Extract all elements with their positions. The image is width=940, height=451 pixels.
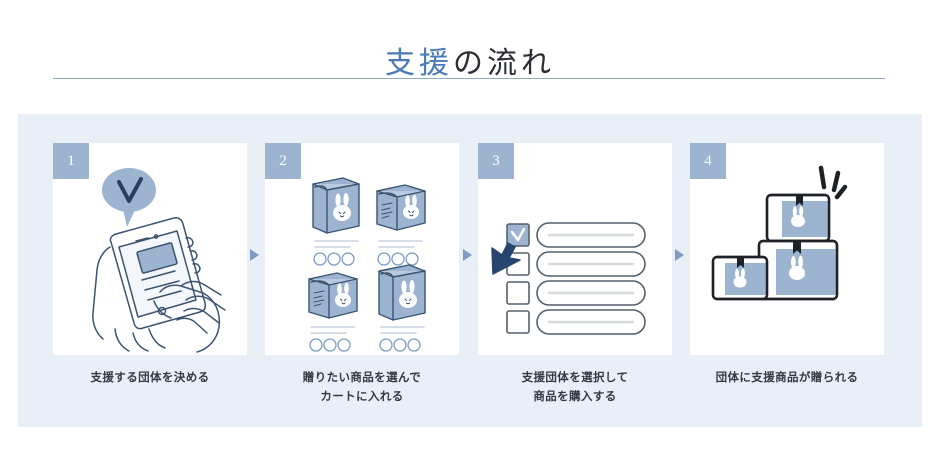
page-title: 支援の流れ	[0, 38, 940, 82]
product-grid-illustration	[308, 177, 426, 352]
step-caption: 支援する団体を決める	[53, 369, 247, 388]
flow-step-4[interactable]: 4 団体に支援商品が贈られる	[690, 143, 884, 388]
steps-row: 1 支援する団体を決める	[18, 114, 922, 427]
stacked-boxes-illustration	[711, 165, 848, 301]
step-caption-line: 団体に支援商品が贈られる	[715, 372, 859, 384]
checkbox-checked	[506, 223, 530, 247]
step-caption-line: 支援する団体を決める	[90, 372, 210, 384]
phone-check-illustration	[92, 168, 226, 353]
flow-panel: 1 支援する団体を決める	[18, 114, 922, 427]
step-number-badge: 2	[265, 143, 301, 179]
step-caption: 団体に支援商品が贈られる	[690, 369, 884, 388]
flow-step-1[interactable]: 1 支援する団体を決める	[53, 143, 247, 388]
flow-step-2[interactable]: 2 贈りたい商品を選んで カートに入れる	[265, 143, 459, 407]
page-title-rest: の流れ	[453, 47, 555, 81]
step-number-badge: 3	[478, 143, 514, 179]
step-card: 4	[690, 143, 884, 355]
title-divider	[53, 78, 885, 79]
cursor-arrow-icon	[491, 242, 521, 275]
step-card: 3	[478, 143, 672, 355]
arrow-right-icon	[675, 249, 684, 261]
flow-step-3[interactable]: 3 支援団体を選択して 商品を購入する	[478, 143, 672, 407]
step-caption: 贈りたい商品を選んで カートに入れる	[265, 369, 459, 407]
step-caption-line: 贈りたい商品を選んで	[302, 372, 422, 384]
page-title-accent: 支援	[385, 47, 453, 81]
checklist-cursor-illustration	[491, 222, 646, 335]
arrow-right-icon	[250, 249, 259, 261]
step-caption-line: 支援団体を選択して	[521, 372, 629, 384]
step-number-badge: 4	[690, 143, 726, 179]
arrow-right-icon	[463, 249, 472, 261]
step-card: 1	[53, 143, 247, 355]
step-number-badge: 1	[53, 143, 89, 179]
step-caption: 支援団体を選択して 商品を購入する	[478, 369, 672, 407]
sparkle-icon	[818, 165, 848, 200]
step-caption-line: 商品を購入する	[533, 391, 617, 403]
step-card: 2	[265, 143, 459, 355]
step-caption-line: カートに入れる	[320, 391, 404, 403]
